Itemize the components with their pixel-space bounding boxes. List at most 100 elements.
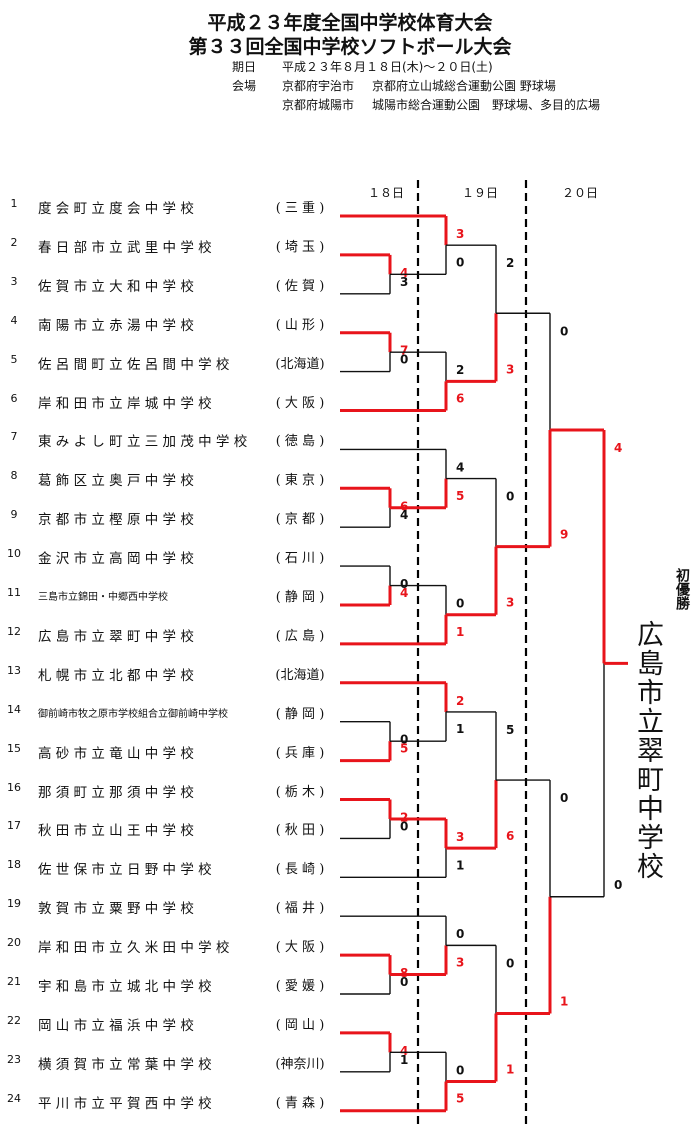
team-school: 佐 呂 間 町 立 佐 呂 間 中 学 校	[38, 356, 230, 373]
team-prefecture: ( 大 阪 )	[275, 395, 325, 411]
team-number: 5	[10, 352, 18, 366]
team-prefecture: ( 長 崎 )	[275, 862, 325, 878]
r1-match-6-score-b: 0	[400, 819, 408, 833]
r1-match-5-score-a: 0	[400, 733, 408, 747]
team-prefecture: ( 青 森 )	[275, 1095, 325, 1111]
team-prefecture: ( 石 川 )	[275, 551, 325, 567]
team-school: 平 川 市 立 平 賀 西 中 学 校	[38, 1095, 212, 1112]
team-number: 10	[7, 547, 21, 561]
team-school: 南 陽 市 立 赤 湯 中 学 校	[38, 317, 194, 334]
qf-match-3-score-b: 6	[506, 829, 514, 843]
team-school: 高 砂 市 立 竜 山 中 学 校	[38, 745, 194, 762]
r2-match-6-score-a: 3	[456, 830, 464, 844]
day-20: ２０日	[562, 186, 599, 200]
team-prefecture: ( 京 都 )	[275, 512, 325, 528]
team-number: 7	[10, 430, 18, 444]
r2-match-1-score-a: 3	[456, 227, 464, 241]
r2-match-4-score-b: 1	[456, 625, 464, 639]
tournament-title: 平成２３年度全国中学校体育大会	[207, 12, 493, 34]
team-prefecture: (北海道)	[275, 667, 325, 683]
team-prefecture: (神奈川)	[275, 1056, 325, 1072]
r1-match-8-score-b: 1	[400, 1053, 408, 1067]
r2-match-2-score-b: 6	[456, 392, 464, 406]
team-prefecture: ( 秋 田 )	[275, 823, 325, 839]
team-school: 横 須 賀 市 立 常 葉 中 学 校	[38, 1056, 212, 1073]
team-number: 17	[7, 819, 21, 833]
qf-match-3-score-a: 5	[506, 723, 514, 737]
team-school: 宇 和 島 市 立 城 北 中 学 校	[38, 979, 212, 995]
team-school: 岸 和 田 市 立 久 米 田 中 学 校	[38, 940, 230, 957]
sf-match-2-score-b: 1	[560, 994, 568, 1008]
team-school: 御前崎市牧之原市学校組合立御前崎中学校	[38, 708, 228, 720]
team-prefecture: ( 岡 山 )	[275, 1017, 325, 1033]
venue2-name: 城陽市総合運動公園 野球場、多目的広場	[372, 98, 601, 112]
team-prefecture: ( 三 重 )	[275, 201, 325, 216]
sf-match-1-score-b: 9	[560, 528, 568, 542]
team-number: 16	[7, 780, 21, 794]
team-number: 24	[7, 1091, 21, 1105]
final-match-score-a: 4	[614, 441, 622, 455]
sf-match-2-score-a: 0	[560, 791, 568, 805]
team-number: 22	[7, 1013, 21, 1027]
team-school: 度 会 町 立 度 会 中 学 校	[38, 201, 194, 217]
r2-match-7-score-b: 3	[456, 956, 464, 970]
r1-match-4-score-a: 0	[400, 577, 408, 591]
team-number: 11	[7, 586, 21, 599]
team-prefecture: ( 兵 庫 )	[275, 745, 325, 761]
r2-match-5-score-b: 1	[456, 722, 464, 736]
r1-match-7-score-b: 0	[400, 975, 408, 989]
r1-match-2-score-b: 0	[400, 353, 408, 367]
team-prefecture: ( 東 京 )	[275, 473, 325, 489]
team-prefecture: ( 徳 島 )	[275, 434, 325, 450]
day-18: １８日	[368, 186, 405, 200]
r1-match-1-score-b: 3	[400, 275, 408, 289]
team-number: 12	[7, 624, 21, 638]
team-school: 春 日 部 市 立 武 里 中 学 校	[38, 239, 212, 256]
venue1-name: 京都府立山城総合運動公園 野球場	[372, 79, 556, 93]
team-number: 18	[7, 858, 21, 872]
team-number: 14	[7, 702, 21, 716]
team-school: 三島市立錦田・中郷西中学校	[38, 592, 168, 603]
team-number: 3	[10, 274, 18, 288]
team-number: 1	[10, 197, 18, 210]
r2-match-8-score-a: 0	[456, 1063, 464, 1077]
r1-match-2-score-a: 7	[400, 344, 408, 358]
team-prefecture: ( 山 形 )	[275, 317, 325, 333]
r1-match-1-score-a: 4	[400, 266, 408, 280]
team-number: 8	[10, 469, 18, 483]
r2-match-5-score-a: 2	[456, 694, 464, 708]
team-prefecture: ( 静 岡 )	[275, 706, 325, 722]
team-number: 13	[7, 663, 21, 677]
team-prefecture: ( 栃 木 )	[275, 784, 325, 800]
team-prefecture: ( 佐 賀 )	[275, 278, 325, 294]
team-number: 19	[7, 897, 21, 911]
team-school: 金 沢 市 立 高 岡 中 学 校	[38, 551, 194, 568]
venue2-city: 京都府城陽市	[282, 98, 355, 112]
team-school: 札 幌 市 立 北 都 中 学 校	[38, 667, 194, 684]
team-school: 佐 賀 市 立 大 和 中 学 校	[38, 278, 194, 295]
sf-match-1-score-a: 0	[560, 324, 568, 338]
team-prefecture: ( 福 井 )	[275, 901, 325, 917]
r2-match-4-score-a: 0	[456, 597, 464, 611]
champion-label: 初優勝	[674, 568, 690, 610]
final-match-score-b: 0	[614, 878, 622, 892]
r1-match-8-score-a: 4	[400, 1044, 408, 1058]
team-prefecture: (北海道)	[275, 356, 325, 372]
team-school: 敦 賀 市 立 粟 野 中 学 校	[38, 901, 194, 918]
venue1-city: 京都府宇治市	[282, 79, 355, 93]
qf-match-4-score-b: 1	[506, 1063, 514, 1077]
r1-match-5-score-b: 5	[400, 742, 408, 756]
team-number: 15	[7, 741, 21, 755]
team-school: 佐 世 保 市 立 日 野 中 学 校	[38, 862, 212, 879]
period-label: 期日	[232, 60, 257, 74]
venue-label: 会場	[232, 79, 257, 93]
qf-match-2-score-a: 0	[506, 490, 514, 504]
team-prefecture: ( 埼 玉 )	[275, 239, 325, 255]
r2-match-3-score-b: 5	[456, 489, 464, 503]
r2-match-1-score-b: 0	[456, 255, 464, 269]
team-number: 9	[10, 508, 18, 522]
team-school: 葛 飾 区 立 奥 戸 中 学 校	[38, 473, 194, 490]
qf-match-2-score-b: 3	[506, 596, 514, 610]
team-school: 広 島 市 立 翠 町 中 学 校	[38, 628, 194, 645]
qf-match-4-score-a: 0	[506, 956, 514, 970]
